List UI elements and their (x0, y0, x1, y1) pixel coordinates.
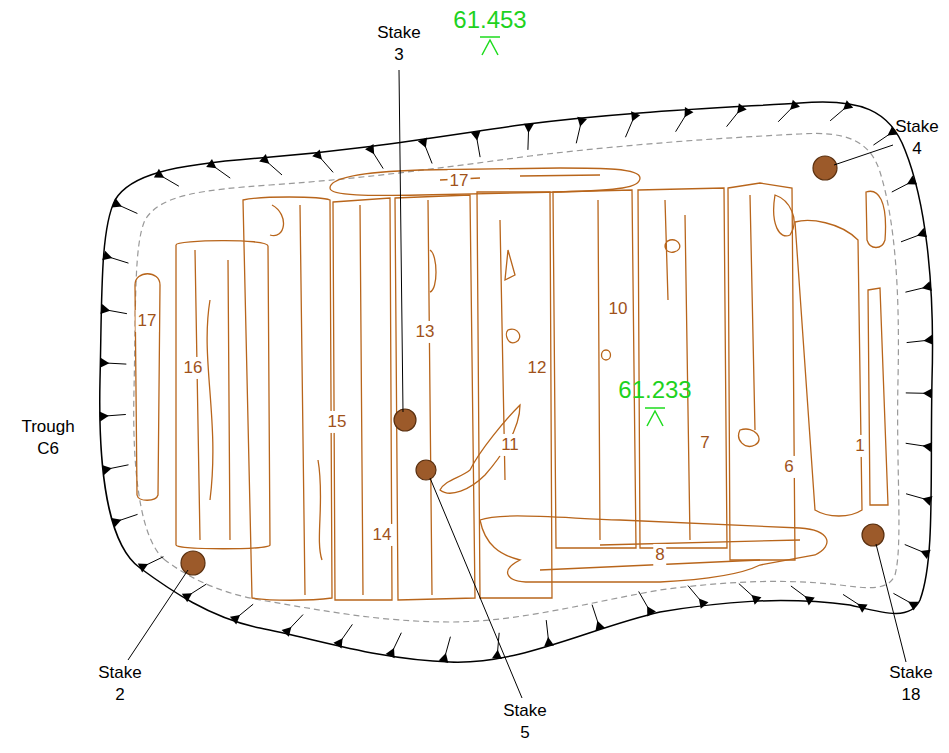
stakes (181, 156, 884, 575)
level-symbols (480, 37, 665, 426)
leader-lines (128, 70, 906, 698)
stake-label: Stake 3 (373, 22, 425, 66)
stake-label: Stake 2 (94, 662, 146, 706)
stake-label: Stake 5 (499, 700, 551, 744)
stake-label: Stake 18 (885, 662, 937, 706)
timber-number: 12 (526, 357, 549, 379)
slope-hachures (100, 100, 934, 663)
timber-number: 13 (414, 321, 437, 343)
timber-number: 8 (653, 544, 666, 566)
level-value: 61.453 (453, 4, 526, 35)
timber-number: 15 (326, 411, 349, 433)
timber-number: 10 (607, 298, 630, 320)
timber-number: 11 (499, 434, 521, 456)
timber-number: 16 (182, 357, 205, 379)
stake-label: Stake 4 (891, 116, 943, 160)
timber-number: 1 (853, 435, 866, 457)
timber-number: 17 (448, 170, 471, 192)
timbers (135, 168, 888, 600)
trough-cut-outline (100, 102, 933, 662)
level-value: 61.233 (618, 374, 691, 405)
stake-label: Trough C6 (16, 416, 80, 460)
timber-number: 7 (698, 432, 711, 454)
timber-number: 6 (782, 456, 795, 478)
timber-number: 17 (136, 310, 159, 332)
timber-number: 14 (371, 524, 394, 546)
trough-base-outline (134, 133, 899, 622)
